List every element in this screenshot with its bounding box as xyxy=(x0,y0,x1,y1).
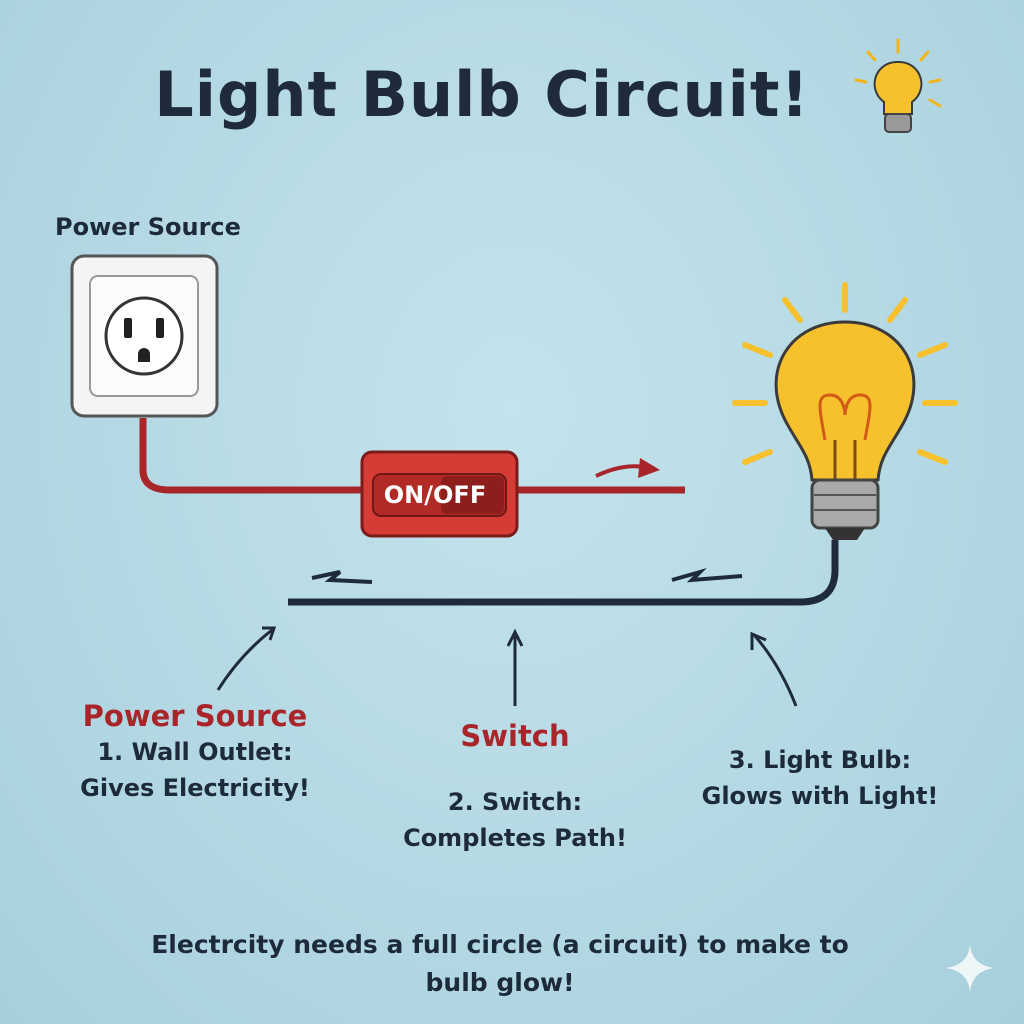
title-bulb-icon xyxy=(854,38,942,133)
power-heading: Power Source xyxy=(82,699,308,733)
power-source-caption: Power Source 1. Wall Outlet: Gives Elect… xyxy=(70,698,320,806)
wall-outlet-icon xyxy=(70,254,219,418)
power-line2: Gives Electricity! xyxy=(80,774,310,802)
switch-caption: Switch 2. Switch: Completes Path! xyxy=(390,718,640,856)
power-line1: 1. Wall Outlet: xyxy=(97,738,293,766)
bulb-line1: 3. Light Bulb: xyxy=(728,746,912,774)
switch-line2: Completes Path! xyxy=(403,824,627,852)
footer-line2: bulb glow! xyxy=(425,968,575,997)
sparkle-icon xyxy=(946,945,994,992)
switch-heading: Switch xyxy=(460,719,570,753)
dark-wire xyxy=(288,540,839,606)
footer-line1: Electrcity needs a full circle (a circui… xyxy=(151,930,849,959)
page-title: Light Bulb Circuit! xyxy=(154,58,810,131)
switch-icon xyxy=(360,450,519,538)
light-bulb-icon xyxy=(732,282,958,540)
spark-icon xyxy=(671,567,743,583)
power-source-label: Power Source xyxy=(55,213,241,241)
bulb-line2: Glows with Light! xyxy=(701,782,939,810)
pointer-arrows xyxy=(216,626,798,707)
switch-line1: 2. Switch: xyxy=(447,788,583,816)
footer-note: Electrcity needs a full circle (a circui… xyxy=(60,926,940,1002)
bulb-caption: 3. Light Bulb: Glows with Light! xyxy=(690,742,950,814)
red-wire xyxy=(139,418,685,494)
spark-icon xyxy=(311,570,373,584)
on-off-switch: ON/OFF xyxy=(383,481,487,509)
